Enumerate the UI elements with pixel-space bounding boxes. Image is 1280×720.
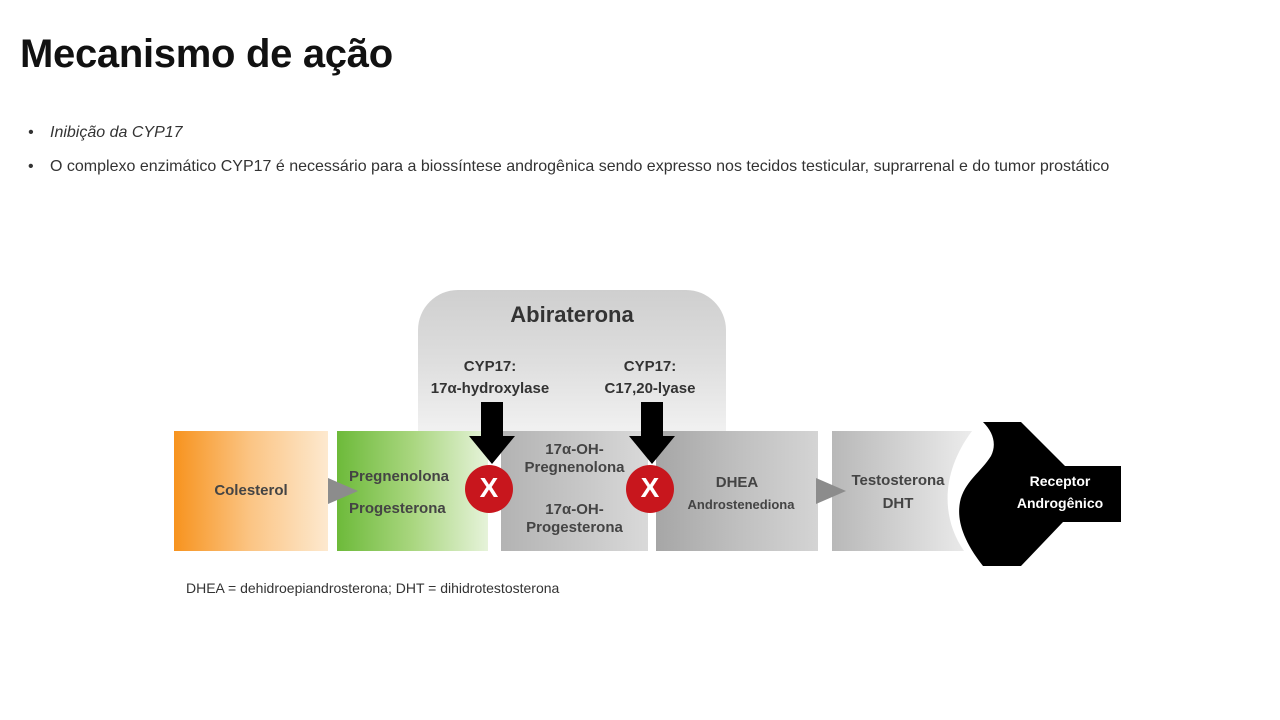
oh-intermediates-box: 17α-OH- Pregnenolona 17α-OH- Progesteron… — [501, 431, 648, 551]
dht-label: DHT — [882, 495, 914, 512]
arrow-right-icon — [816, 478, 846, 504]
abiraterona-box: Abiraterona CYP17: 17α-hydroxylase CYP17… — [418, 290, 726, 450]
inhibit-x-icon: X — [626, 465, 674, 513]
oh-pregnenolona-label: 17α-OH- Pregnenolona — [524, 441, 625, 476]
bullet-item: O complexo enzimático CYP17 é necessário… — [28, 156, 1234, 178]
oh-progesterona-label: 17α-OH- Progesterona — [526, 501, 623, 536]
androstenediona-label: Androstenediona — [687, 497, 795, 512]
testosterona-label: Testosterona — [851, 472, 945, 489]
arrow-right-icon — [328, 478, 358, 504]
receptor-label-line2: Androgênico — [1016, 495, 1104, 511]
inhibit-x-icon: X — [465, 465, 513, 513]
bullet-list: Inibição da CYP17 O complexo enzimático … — [28, 122, 1234, 190]
arrow-down-icon — [629, 402, 675, 464]
pregnenolona-label: Pregnenolona — [349, 468, 450, 485]
bullet-item: Inibição da CYP17 — [28, 122, 1234, 144]
colesterol-label: Colesterol — [214, 482, 288, 499]
abiraterona-label: Abiraterona — [510, 302, 634, 327]
enzyme-hydroxylase-label: CYP17: 17α-hydroxylase — [430, 358, 550, 397]
abbreviation-footnote: DHEA = dehidroepiandrosterona; DHT = dih… — [186, 580, 560, 596]
page-title: Mecanismo de ação — [20, 32, 393, 76]
testosterona-shape — [832, 431, 972, 551]
receptor-label-line1: Receptor — [1029, 473, 1091, 489]
dhea-label: DHEA — [715, 474, 759, 491]
progesterona-label: Progesterona — [349, 500, 446, 517]
pregnenolona-box: Pregnenolona Progesterona — [337, 431, 488, 551]
colesterol-box: Colesterol — [174, 431, 328, 551]
enzyme-lyase-label: CYP17: C17,20-lyase — [604, 358, 696, 397]
receptor-shape — [959, 422, 1121, 566]
arrow-down-icon — [469, 402, 515, 464]
dhea-box: DHEA Androstenediona — [656, 431, 818, 551]
